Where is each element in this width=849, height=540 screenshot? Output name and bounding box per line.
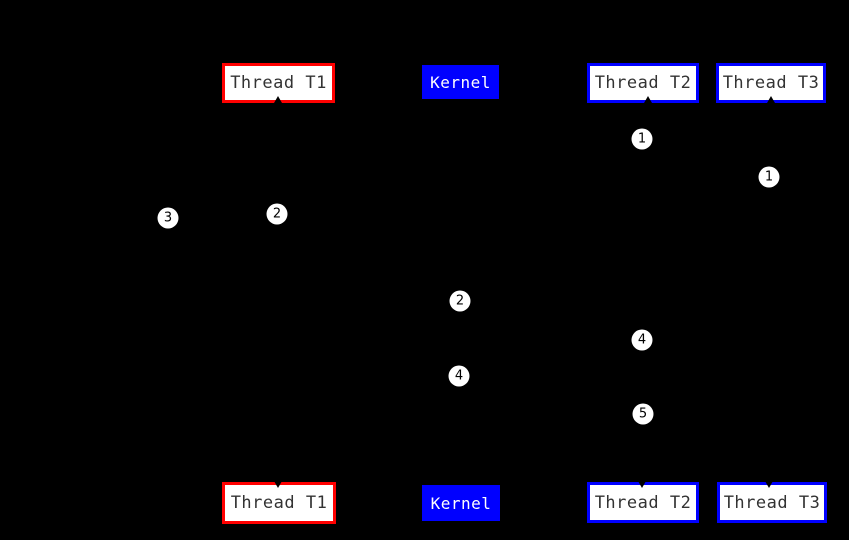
lifeline-arrow-tick — [765, 481, 773, 488]
step-number: 1 — [637, 131, 647, 147]
thread-t3-bottom-box: Thread T3 — [717, 482, 827, 523]
kernel-top-box: Kernel — [422, 65, 499, 99]
thread-t1-bottom-box: Thread T1 — [222, 482, 336, 524]
lifeline-arrow-tick — [767, 96, 775, 103]
step-marker: 4 — [448, 365, 470, 387]
step-number: 4 — [637, 332, 647, 348]
lifeline-arrow-tick — [638, 481, 646, 488]
step-marker: 3 — [157, 207, 179, 229]
thread-t2-top-box: Thread T2 — [587, 63, 699, 103]
thread-t2-bottom-box: Thread T2 — [587, 482, 699, 523]
step-marker: 4 — [631, 329, 653, 351]
box-label: Thread T3 — [722, 73, 820, 93]
box-label: Kernel — [430, 72, 491, 92]
step-number: 2 — [455, 293, 465, 309]
step-number: 4 — [454, 368, 464, 384]
step-marker: 1 — [631, 128, 653, 150]
box-label: Thread T1 — [230, 73, 327, 93]
step-number: 3 — [163, 210, 173, 226]
lifeline-arrow-tick — [644, 96, 652, 103]
box-label: Thread T2 — [594, 73, 692, 93]
lifeline-arrow-tick — [274, 481, 282, 488]
step-marker: 2 — [266, 203, 288, 225]
kernel-bottom-box: Kernel — [422, 485, 500, 521]
box-label: Kernel — [430, 493, 492, 513]
box-label: Thread T2 — [594, 492, 692, 513]
lifeline-arrow-tick — [274, 96, 282, 103]
step-number: 5 — [638, 406, 648, 422]
box-label: Thread T3 — [723, 492, 821, 513]
step-number: 1 — [764, 169, 774, 185]
step-marker: 5 — [632, 403, 654, 425]
step-number: 2 — [272, 206, 282, 222]
step-marker: 2 — [449, 290, 471, 312]
box-label: Thread T1 — [230, 493, 328, 513]
step-marker: 1 — [758, 166, 780, 188]
